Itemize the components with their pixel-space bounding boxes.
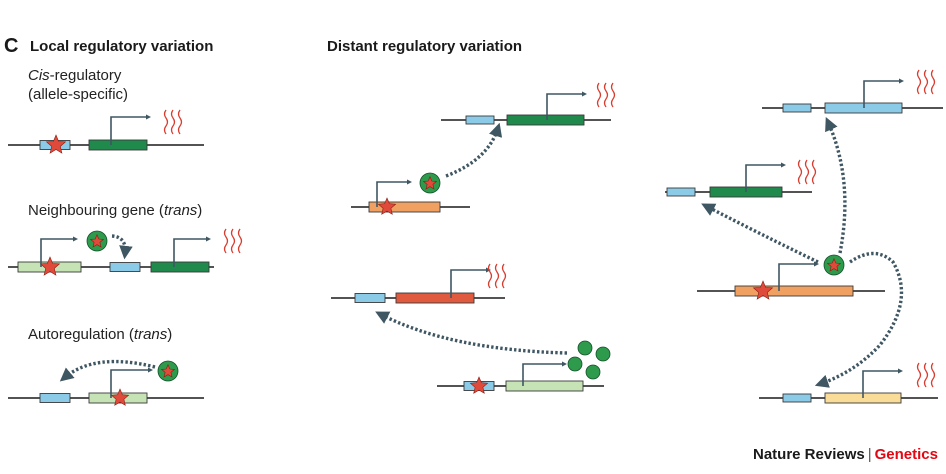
tss-arrow: [745, 162, 787, 192]
tss-arrow: [863, 78, 905, 108]
transcript-squiggle: [797, 159, 803, 185]
regulator-gene: [505, 380, 584, 392]
transcript-squiggle: [494, 263, 500, 289]
variant-star: [110, 388, 130, 406]
neighbour-italic: trans: [163, 202, 198, 219]
transcript-squiggle: [177, 109, 183, 135]
transcript-squiggle: [230, 228, 236, 254]
tss-arrow: [110, 367, 154, 398]
transcript-squiggle: [237, 228, 243, 254]
target-gene: [395, 292, 475, 304]
tss-arrow: [862, 368, 904, 398]
transcript-squiggle: [596, 82, 602, 108]
variant-star: [752, 280, 774, 300]
regulatory-element: [354, 293, 386, 303]
journal-section: Genetics: [874, 446, 938, 463]
regulatory-element: [782, 393, 812, 403]
transcript-squiggle: [610, 82, 616, 108]
variant-star: [89, 233, 105, 248]
distant-variation-title: Distant regulatory variation: [327, 38, 523, 55]
regulatory-element: [465, 115, 495, 125]
regulatory-element: [782, 103, 812, 113]
regulatory-protein: [577, 340, 593, 356]
transcript-squiggle: [487, 263, 493, 289]
neighbour-suffix: ): [197, 202, 203, 219]
distant-regulation-arrow: [814, 251, 904, 388]
transcript-squiggle: [163, 109, 169, 135]
variant-star: [469, 376, 489, 394]
transcript-squiggle: [811, 159, 817, 185]
journal-name: Nature Reviews: [753, 446, 865, 463]
transcript-squiggle: [804, 159, 810, 185]
cis-regulatory-label: Cis-regulatory: [28, 67, 121, 84]
cis-suffix: -regulatory: [49, 67, 122, 84]
distant-regulation-arrow: [375, 311, 568, 355]
tss-arrow: [173, 236, 212, 267]
tss-arrow: [450, 267, 492, 298]
neighbouring-gene-label: Neighbouring gene (trans): [28, 202, 202, 219]
transcript-squiggle: [923, 69, 929, 95]
tss-arrow: [40, 236, 79, 267]
transcript-squiggle: [223, 228, 229, 254]
variant-star: [422, 175, 438, 190]
regulatory-element: [666, 187, 696, 197]
variant-star: [160, 363, 176, 378]
transcript-squiggle: [930, 362, 936, 388]
target-gene: [150, 261, 210, 273]
tss-arrow: [546, 91, 588, 120]
autoregulation-label: Autoregulation (trans): [28, 326, 172, 343]
target-gene: [88, 139, 148, 151]
brand-separator: |: [867, 446, 872, 463]
regulator-gene: [368, 201, 441, 213]
auto-prefix: Autoregulation (: [28, 326, 134, 343]
distant-regulation-arrow: [445, 122, 503, 178]
regulatory-protein: [567, 356, 583, 372]
transcript-squiggle: [930, 69, 936, 95]
transcript-squiggle: [916, 362, 922, 388]
neighbour-prefix: Neighbouring gene (: [28, 202, 164, 219]
panel-letter: c: [4, 35, 19, 57]
regulatory-protein: [585, 364, 601, 380]
allele-specific-label: (allele-specific): [28, 86, 129, 103]
target-gene: [506, 114, 585, 126]
variant-star: [826, 257, 842, 272]
tss-arrow: [522, 361, 568, 386]
regulatory-element: [39, 393, 71, 403]
variant-star: [377, 197, 397, 215]
distant-regulation-arrow: [701, 203, 819, 264]
regulatory-protein: [595, 346, 611, 362]
cis-italic: Cis: [28, 67, 50, 84]
variant-star: [39, 256, 61, 276]
transcript-squiggle: [916, 69, 922, 95]
auto-suffix: ): [167, 326, 173, 343]
transcript-squiggle: [501, 263, 507, 289]
transcript-squiggle: [923, 362, 929, 388]
local-variation-title: Local regulatory variation: [30, 38, 214, 55]
regulatory-element: [109, 262, 141, 272]
journal-brand: Nature Reviews|Genetics: [753, 446, 938, 463]
tss-arrow: [110, 114, 152, 145]
distant-regulation-arrow: [825, 117, 847, 254]
trans-regulation-arrow: [111, 234, 133, 260]
regulator-gene: [734, 285, 854, 297]
tss-arrow: [376, 179, 413, 207]
variant-star: [45, 134, 67, 154]
auto-italic: trans: [133, 326, 168, 343]
transcript-squiggle: [603, 82, 609, 108]
tss-arrow: [778, 261, 820, 291]
transcript-squiggle: [170, 109, 176, 135]
